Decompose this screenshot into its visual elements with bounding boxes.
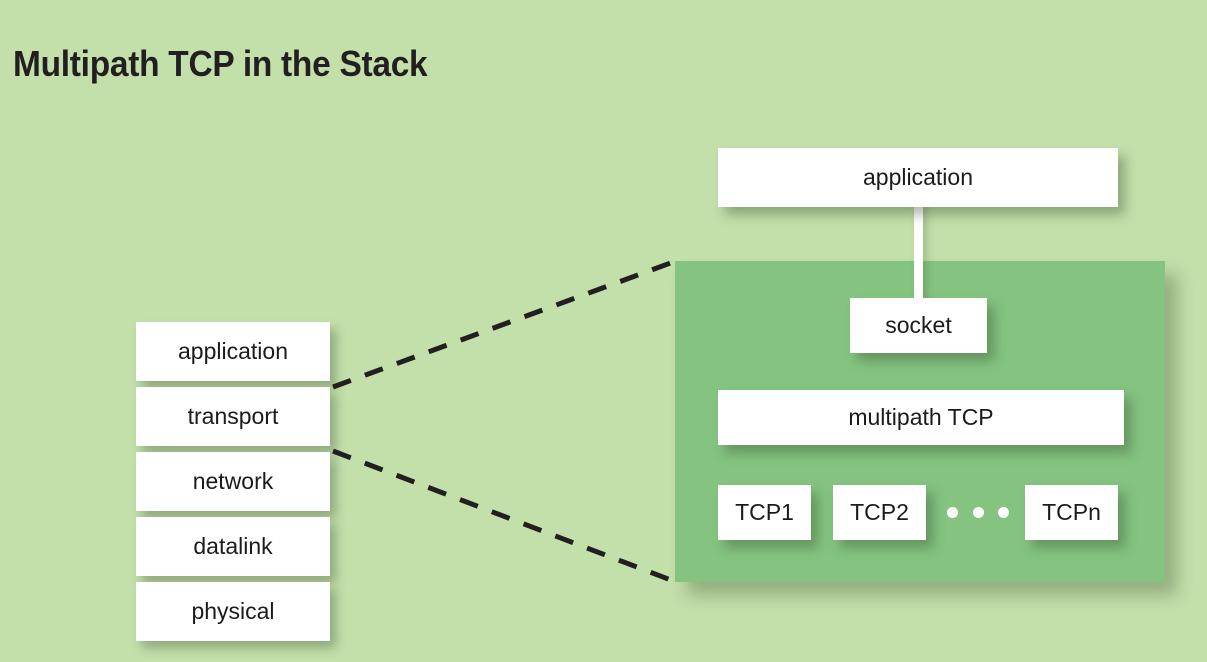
tcp-subflow-label: TCP2 <box>850 499 909 525</box>
tcp-subflow-box-n[interactable]: TCPn <box>1025 485 1118 540</box>
tcp-subflow-box-2[interactable]: TCP2 <box>833 485 926 540</box>
callout-line-bottom <box>332 448 677 585</box>
detail-application-box[interactable]: application <box>718 148 1118 207</box>
stack-layer-label: application <box>178 338 288 364</box>
application-socket-connector <box>914 200 923 305</box>
stack-layer-physical[interactable]: physical <box>136 582 330 641</box>
stack-layer-network[interactable]: network <box>136 452 330 511</box>
protocol-stack: application transport network datalink p… <box>136 322 330 647</box>
tcp-subflow-label: TCP1 <box>735 499 794 525</box>
multipath-tcp-box[interactable]: multipath TCP <box>718 390 1124 445</box>
ellipsis-dot <box>947 507 958 518</box>
stack-layer-label: transport <box>187 403 279 429</box>
callout-line-top <box>332 258 677 390</box>
page-title: Multipath TCP in the Stack <box>13 43 428 84</box>
ellipsis-dot <box>972 507 984 518</box>
multipath-tcp-label: multipath TCP <box>848 404 994 430</box>
stack-layer-datalink[interactable]: datalink <box>136 517 330 576</box>
stack-layer-label: physical <box>191 598 275 624</box>
stack-layer-label: network <box>192 468 274 494</box>
socket-label: socket <box>885 312 952 338</box>
tcp-subflow-box-1[interactable]: TCP1 <box>718 485 811 540</box>
socket-box[interactable]: socket <box>850 298 987 353</box>
tcp-subflow-label: TCPn <box>1042 499 1101 525</box>
stack-layer-application[interactable]: application <box>136 322 330 381</box>
ellipsis-icon <box>947 485 1009 540</box>
stack-layer-label: datalink <box>193 533 273 559</box>
detail-application-label: application <box>863 164 973 190</box>
stack-layer-transport[interactable]: transport <box>136 387 330 446</box>
ellipsis-dot <box>998 507 1009 518</box>
